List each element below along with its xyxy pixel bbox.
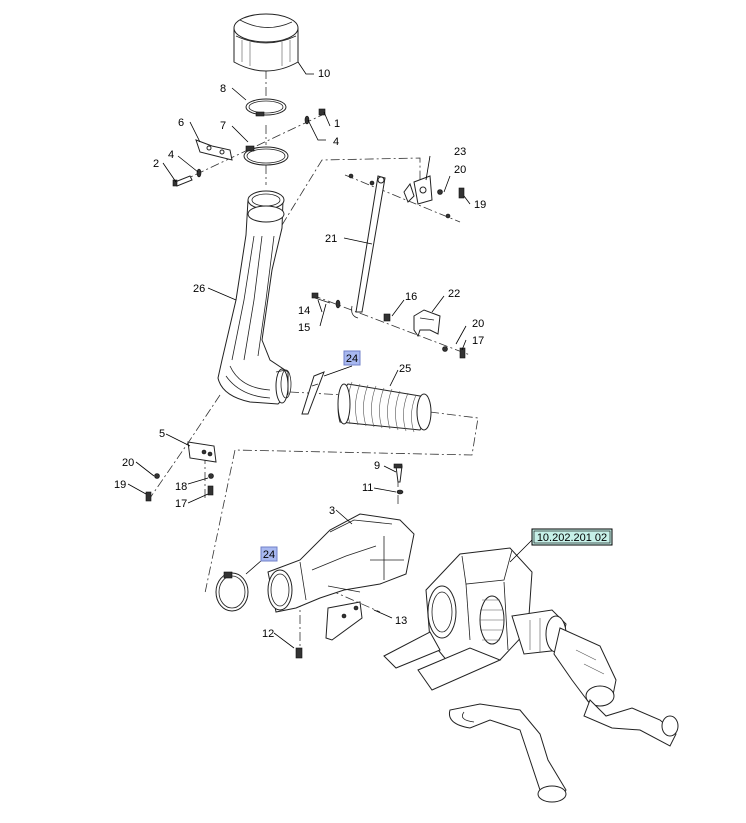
callout-1: 1 — [334, 118, 340, 130]
callout-8: 8 — [220, 83, 226, 95]
callout-2: 2 — [153, 158, 159, 170]
callout-20-top: 20 — [454, 164, 466, 176]
callout-21: 21 — [325, 233, 337, 245]
callout-3: 3 — [329, 505, 335, 517]
callout-11: 11 — [362, 482, 373, 494]
callout-6: 6 — [178, 117, 184, 129]
callout-10: 10 — [318, 68, 330, 80]
callout-13: 13 — [395, 615, 407, 627]
callout-24-upper-label: 24 — [346, 353, 358, 365]
bolt-9 — [393, 463, 403, 483]
callout-4-left: 4 — [168, 149, 174, 161]
callout-9: 9 — [374, 460, 380, 472]
bracket-5 — [187, 441, 217, 463]
callout-18: 18 — [175, 481, 187, 493]
leader-lines — [127, 61, 533, 649]
callout-25: 25 — [399, 363, 411, 375]
bracket-13 — [325, 601, 363, 641]
hose-clamp-24-lower — [215, 571, 249, 612]
bolt-19-upper — [437, 187, 465, 219]
washer-4-left — [196, 168, 202, 178]
corrugated-hose-25 — [337, 381, 432, 433]
bracket-23 — [403, 175, 433, 205]
reference-link-label: 10.202.201 02 — [537, 532, 607, 544]
callout-7: 7 — [220, 120, 226, 132]
highlight-callout-24-upper[interactable]: 24 — [343, 350, 361, 366]
hardware-lower-left — [145, 473, 214, 502]
callout-26: 26 — [193, 283, 205, 295]
support-rod-21 — [348, 173, 386, 319]
washer-4-right — [304, 115, 310, 125]
callout-22: 22 — [448, 288, 460, 300]
callout-5: 5 — [159, 428, 165, 440]
assembly-centerlines — [149, 70, 479, 648]
bolt-17-upper — [442, 346, 466, 359]
callout-19-low: 19 — [114, 479, 126, 491]
nut-16 — [383, 313, 391, 322]
callout-17-top: 17 — [472, 335, 484, 347]
callout-4-right: 4 — [333, 136, 339, 148]
bolt-2 — [172, 175, 193, 187]
callout-20-low: 20 — [122, 457, 134, 469]
bolt-12 — [295, 647, 303, 659]
callout-19-top: 19 — [474, 199, 486, 211]
callout-24-lower-label: 24 — [263, 549, 275, 561]
callout-12: 12 — [262, 628, 274, 640]
nut-1 — [318, 108, 326, 116]
callout-23: 23 — [454, 146, 466, 158]
callout-labels: 10 8 7 6 4 2 1 4 23 20 19 21 26 16 22 14… — [114, 68, 486, 640]
precleaner-cap — [233, 13, 299, 72]
callout-15: 15 — [298, 322, 310, 334]
callout-16: 16 — [405, 291, 417, 303]
callout-17-low: 17 — [175, 498, 187, 510]
reference-link-box[interactable]: 10.202.201 02 — [531, 528, 613, 546]
hose-clamp-24-upper — [301, 371, 325, 415]
intake-tube-26 — [217, 190, 292, 405]
callout-20-mid: 20 — [472, 318, 484, 330]
washer-15 — [335, 299, 341, 309]
callout-14: 14 — [298, 305, 310, 317]
highlight-callout-24-lower[interactable]: 24 — [260, 546, 278, 562]
mounting-bracket-6 — [195, 139, 233, 161]
washer-11 — [396, 489, 404, 495]
bolt-14 — [311, 292, 331, 304]
transition-duct-3 — [267, 513, 415, 613]
band-clamp-lower — [243, 145, 289, 166]
bracket-22 — [413, 309, 441, 338]
air-cleaner-assembly — [383, 547, 679, 803]
band-clamp-upper — [245, 98, 287, 117]
